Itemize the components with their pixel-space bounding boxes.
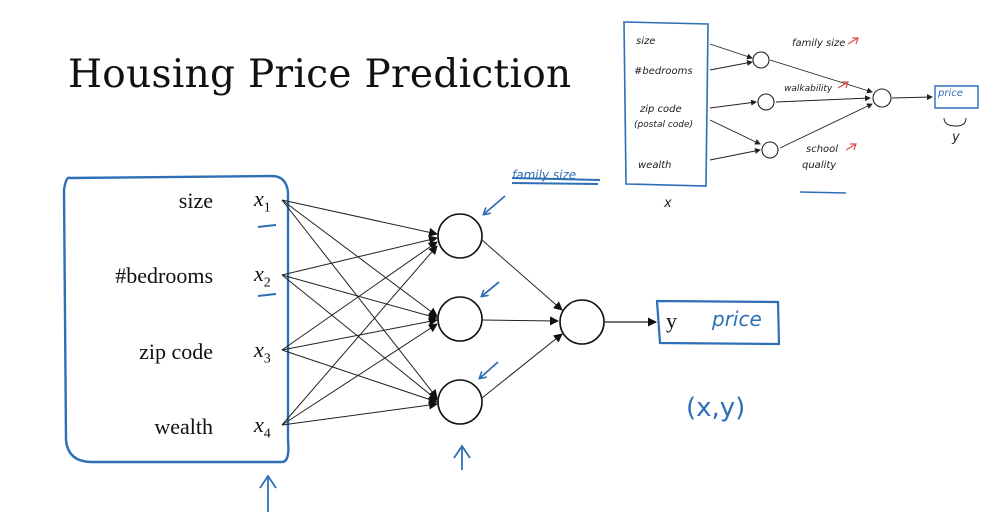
hidden-node-3 xyxy=(437,379,483,425)
sketch-hidden-school: school xyxy=(806,144,839,155)
sketch-price-brace xyxy=(943,117,967,127)
sketch-price-box xyxy=(934,85,979,109)
sketch-input-bedrooms: #bedrooms xyxy=(634,66,693,77)
var-x4: x4 xyxy=(254,412,271,442)
output-price-handwritten: price xyxy=(712,307,762,331)
feature-label-zip-code: zip code xyxy=(139,339,213,364)
crossed-out-note: family size xyxy=(512,168,577,182)
sketch-input-postal-code: (postal code) xyxy=(634,120,694,130)
sketch-input-zip-code: zip code xyxy=(640,104,682,115)
blue-arrow-hidden-3 xyxy=(480,361,499,378)
var-x2: x2 xyxy=(254,261,271,291)
sketch-input-box xyxy=(623,21,709,187)
up-arrow-inputs xyxy=(259,474,277,512)
sketch-input-size: size xyxy=(636,36,656,47)
output-node xyxy=(559,299,605,345)
sketch-hidden-family-size: family size xyxy=(792,38,846,49)
input-bracket xyxy=(62,174,290,464)
feature-label-bedrooms: #bedrooms xyxy=(115,263,213,288)
sketch-quality-underline xyxy=(799,191,847,194)
feature-label-size: size xyxy=(178,188,213,213)
pair-annotation: (x,y) xyxy=(686,393,746,423)
feature-label-wealth: wealth xyxy=(154,414,213,439)
x2-underline xyxy=(257,293,277,297)
blue-arrow-hidden-1 xyxy=(484,195,506,214)
hidden-node-1 xyxy=(437,213,483,259)
sketch-input-wealth: wealth xyxy=(638,160,672,171)
output-y-label: y xyxy=(666,308,677,333)
var-x3: x3 xyxy=(254,337,271,367)
input-hidden-edges xyxy=(281,199,438,426)
hidden-node-2 xyxy=(437,296,483,342)
output-box xyxy=(655,299,781,346)
sketch-y-label: y xyxy=(952,130,960,145)
up-arrow-hidden xyxy=(453,444,471,470)
mini-sketch xyxy=(623,21,979,194)
page-title: Housing Price Prediction xyxy=(68,52,572,97)
x1-underline xyxy=(257,224,277,228)
var-x1: x1 xyxy=(254,186,271,216)
hidden-output-edges xyxy=(481,239,563,399)
blue-arrow-hidden-2 xyxy=(482,281,500,296)
sketch-hidden-walkability: walkability xyxy=(784,84,833,94)
sketch-output-price: price xyxy=(938,88,963,99)
crossed-out-strike xyxy=(511,177,601,185)
sketch-x-label: x xyxy=(664,196,672,211)
sketch-hidden-quality: quality xyxy=(802,160,837,171)
